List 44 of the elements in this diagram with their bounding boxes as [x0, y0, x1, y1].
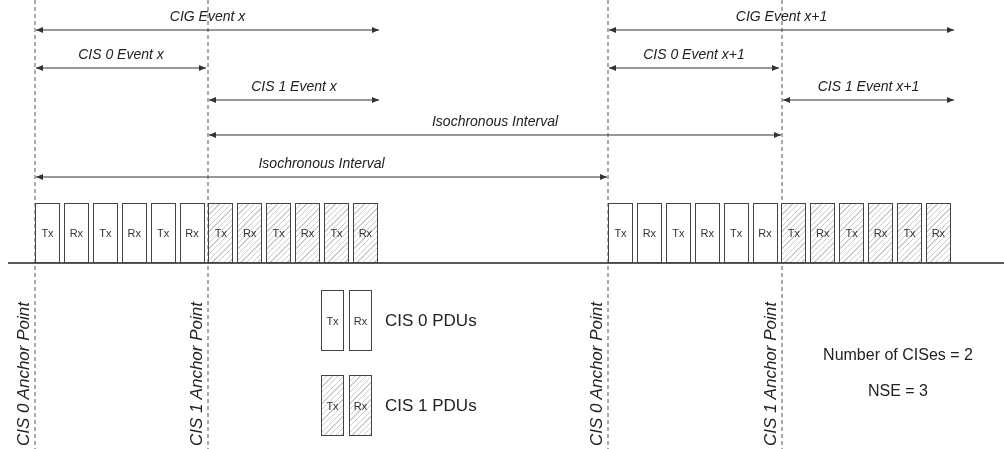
dimension-label: CIS 0 Event x: [78, 46, 164, 62]
pdu-slot: Rx: [694, 203, 720, 263]
pdu-slot: Tx: [35, 203, 60, 263]
pdu-slot: Rx: [121, 203, 147, 263]
hatched-pdu-slot: Rx: [868, 203, 894, 263]
pdu-slot: Rx: [179, 203, 205, 263]
dimension-label: CIS 1 Event x+1: [817, 78, 920, 94]
pdu-slot: Rx: [349, 290, 372, 351]
hatched-pdu-slot: Tx: [781, 203, 807, 263]
dimension-label: CIG Event x: [169, 8, 246, 24]
dimension-label: Isochronous Interval: [258, 155, 385, 171]
anchor-point-label: CIS 1 Anchor Point: [761, 302, 781, 446]
pdu-slot: Rx: [63, 203, 89, 263]
legend-label: CIS 1 PDUs: [385, 396, 477, 416]
hatched-pdu-slot: Rx: [295, 203, 321, 263]
pdu-slot: Tx: [92, 203, 118, 263]
pdu-slot: Tx: [150, 203, 176, 263]
dimension-label: CIS 1 Event x: [251, 78, 337, 94]
pdu-slot: Tx: [665, 203, 691, 263]
pdu-slot: Tx: [723, 203, 749, 263]
note-text: NSE = 3: [868, 382, 928, 400]
pdu-slot: Tx: [321, 290, 344, 351]
hatched-pdu-slot: Tx: [324, 203, 349, 263]
dimension-label: Isochronous Interval: [431, 113, 559, 129]
hatched-pdu-slot: Rx: [925, 203, 951, 263]
hatched-pdu-slot: Rx: [810, 203, 836, 263]
note-text: Number of CISes = 2: [823, 346, 973, 364]
hatched-pdu-slot: Tx: [266, 203, 292, 263]
dimension-label: CIG Event x+1: [735, 8, 828, 24]
hatched-pdu-slot: Tx: [208, 203, 234, 263]
anchor-point-label: CIS 1 Anchor Point: [187, 302, 207, 446]
hatched-pdu-slot: Tx: [897, 203, 922, 263]
pdu-slot: Rx: [752, 203, 778, 263]
pdu-slot: Rx: [636, 203, 662, 263]
dimension-label: CIS 0 Event x+1: [643, 46, 745, 62]
hatched-pdu-slot: Rx: [237, 203, 263, 263]
hatched-pdu-slot: Rx: [352, 203, 378, 263]
hatched-pdu-slot: Rx: [349, 375, 372, 436]
hatched-pdu-slot: Tx: [321, 375, 344, 436]
legend-label: CIS 0 PDUs: [385, 311, 477, 331]
anchor-point-label: CIS 0 Anchor Point: [587, 302, 607, 446]
anchor-point-label: CIS 0 Anchor Point: [14, 302, 34, 446]
pdu-slot: Tx: [608, 203, 633, 263]
hatched-pdu-slot: Tx: [839, 203, 865, 263]
